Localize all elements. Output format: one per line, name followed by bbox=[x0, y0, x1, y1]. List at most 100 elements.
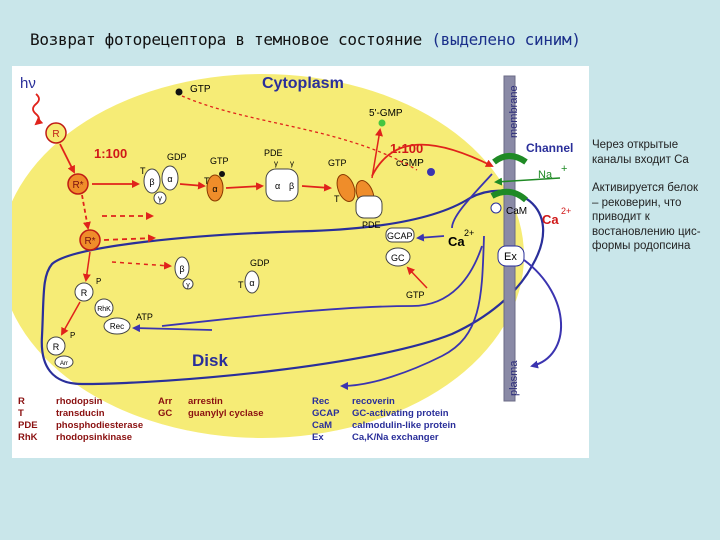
phototransduction-diagram: membrane plasma hν Cytoplasm Disk 1:100 … bbox=[0, 74, 573, 443]
arrow-cgmp-to-channel bbox=[371, 143, 494, 177]
dashed-red-3 bbox=[111, 261, 172, 270]
gc-box bbox=[385, 247, 411, 267]
rhodopsin-node bbox=[45, 122, 67, 144]
gdp-label: GDP bbox=[167, 152, 187, 162]
arrow-t-to-alpha bbox=[179, 181, 206, 190]
arrow-alpha-to-pde bbox=[225, 182, 264, 191]
pde-complex bbox=[265, 168, 299, 202]
recoverin-return-arrow bbox=[132, 324, 213, 333]
title-main: Возврат фоторецептора в темновое состоян… bbox=[30, 30, 422, 49]
arrow-rp-to-arr bbox=[61, 301, 81, 336]
side-note-2: Активируется белок – рековерин, что прив… bbox=[592, 181, 720, 254]
phospho-r-label: R bbox=[81, 288, 88, 298]
legend-abbr: T bbox=[18, 408, 24, 419]
beta-label: β bbox=[149, 177, 154, 187]
active-rhodopsin-label-2: R* bbox=[84, 236, 95, 247]
legend-abbr: GC bbox=[158, 408, 172, 419]
arrow-pde-to-active bbox=[301, 183, 332, 192]
lower-alpha bbox=[244, 270, 260, 294]
gamma-label: γ bbox=[158, 194, 162, 203]
gcap-box bbox=[385, 227, 415, 243]
transducin-beta bbox=[143, 168, 161, 194]
plasma-label: plasma bbox=[508, 360, 520, 396]
legend-abbr: GCAP bbox=[312, 408, 340, 419]
gtp-bottom-label: GTP bbox=[406, 290, 425, 300]
legend-abbr: PDE bbox=[18, 420, 38, 431]
legend-name: guanylyl cyclase bbox=[188, 408, 264, 419]
disk-label: Disk bbox=[192, 351, 228, 370]
diagram-panel: membrane plasma hν Cytoplasm Disk 1:100 … bbox=[0, 66, 589, 458]
sodium-arrow bbox=[494, 177, 561, 186]
legend-name: rhodopsinkinase bbox=[56, 432, 132, 443]
legend-name: arrestin bbox=[188, 396, 223, 407]
calcium-right-sup: 2+ bbox=[561, 206, 571, 216]
calcium-center-sup: 2+ bbox=[464, 228, 474, 238]
gtp-top-dot bbox=[175, 88, 183, 96]
rhk-node bbox=[94, 298, 114, 318]
legend-name: phosphodiesterase bbox=[56, 420, 143, 431]
gtp-top-label: GTP bbox=[190, 84, 211, 95]
side-note-line: приводит к bbox=[592, 211, 650, 223]
arrow-ca-to-gcap bbox=[416, 233, 445, 242]
arr-node bbox=[54, 355, 74, 369]
legend-name: rhodopsin bbox=[56, 396, 103, 407]
side-note-line: Активируется белок bbox=[592, 182, 699, 194]
arr-label: Arr bbox=[60, 361, 68, 367]
cytoplasm-label: Cytoplasm bbox=[262, 75, 344, 92]
pde-label-2: PDE bbox=[362, 220, 381, 230]
phospho-rhodopsin bbox=[74, 282, 94, 302]
cam-label: CaM bbox=[506, 206, 527, 217]
pde-gamma-1: γ bbox=[274, 159, 278, 168]
arrow-to-gmp bbox=[371, 128, 383, 179]
calcium-right-label: Ca bbox=[542, 212, 559, 227]
gdp-low-label: GDP bbox=[250, 258, 270, 268]
arrow-r-to-rstar bbox=[59, 143, 75, 174]
cgmp-dot bbox=[427, 168, 435, 176]
legend-abbr: RhK bbox=[18, 432, 38, 443]
lower-beta bbox=[174, 256, 190, 280]
cng-channel bbox=[492, 153, 528, 165]
side-note-line: востановлению цис- bbox=[592, 225, 701, 238]
side-note-line: каналы входит Ca bbox=[592, 153, 689, 166]
transducin-t-label: T bbox=[140, 166, 146, 176]
arrow-gtp-to-cgmp bbox=[181, 95, 418, 171]
legend-abbr: R bbox=[18, 396, 25, 407]
gcap-label: GCAP bbox=[387, 231, 413, 241]
gmp-label: 5'-GMP bbox=[369, 108, 403, 119]
active-t-label: T bbox=[204, 176, 210, 186]
lower-t-label: T bbox=[238, 280, 244, 290]
legend-name: transducin bbox=[56, 408, 105, 419]
title-highlight: (выделено синим) bbox=[431, 30, 581, 49]
sodium-sign: + bbox=[561, 163, 567, 175]
legend-abbr: Ex bbox=[312, 432, 324, 443]
pde-gamma-2: γ bbox=[290, 159, 294, 168]
rhk-label: RhK bbox=[97, 306, 111, 313]
active-alpha-subunit bbox=[206, 174, 224, 202]
hv-label: hν bbox=[20, 75, 36, 92]
ratio-right: 1:100 bbox=[390, 141, 423, 156]
phospho-p-1: P bbox=[96, 277, 101, 286]
legend-name: calmodulin-like protein bbox=[352, 420, 456, 431]
cam-ion bbox=[490, 202, 502, 214]
transducin-gamma bbox=[153, 191, 167, 205]
disk-outline bbox=[40, 189, 545, 386]
light-arrow bbox=[32, 93, 44, 126]
lower-beta-label: β bbox=[179, 264, 184, 274]
legend-name: recoverin bbox=[352, 396, 395, 407]
side-note-1: Через открытые каналы входит Ca bbox=[592, 138, 720, 167]
side-note-line: формы родопсина bbox=[592, 240, 691, 252]
active-alpha-label: α bbox=[212, 184, 217, 194]
rhodopsin-label: R bbox=[52, 129, 59, 140]
atp-label: ATP bbox=[136, 312, 153, 322]
pde-beta: β bbox=[289, 181, 294, 191]
arrow-gtp-to-gc bbox=[406, 266, 428, 289]
ratio-left: 1:100 bbox=[94, 146, 127, 161]
pde-t-label: T bbox=[334, 194, 340, 204]
active-rhodopsin-node-2 bbox=[79, 229, 101, 251]
arrow-rstar-down bbox=[81, 194, 91, 230]
recoverin-arrow bbox=[161, 245, 483, 327]
rec-node bbox=[103, 317, 131, 335]
arr-rhodopsin bbox=[46, 336, 66, 356]
exchanger-box bbox=[497, 245, 525, 267]
